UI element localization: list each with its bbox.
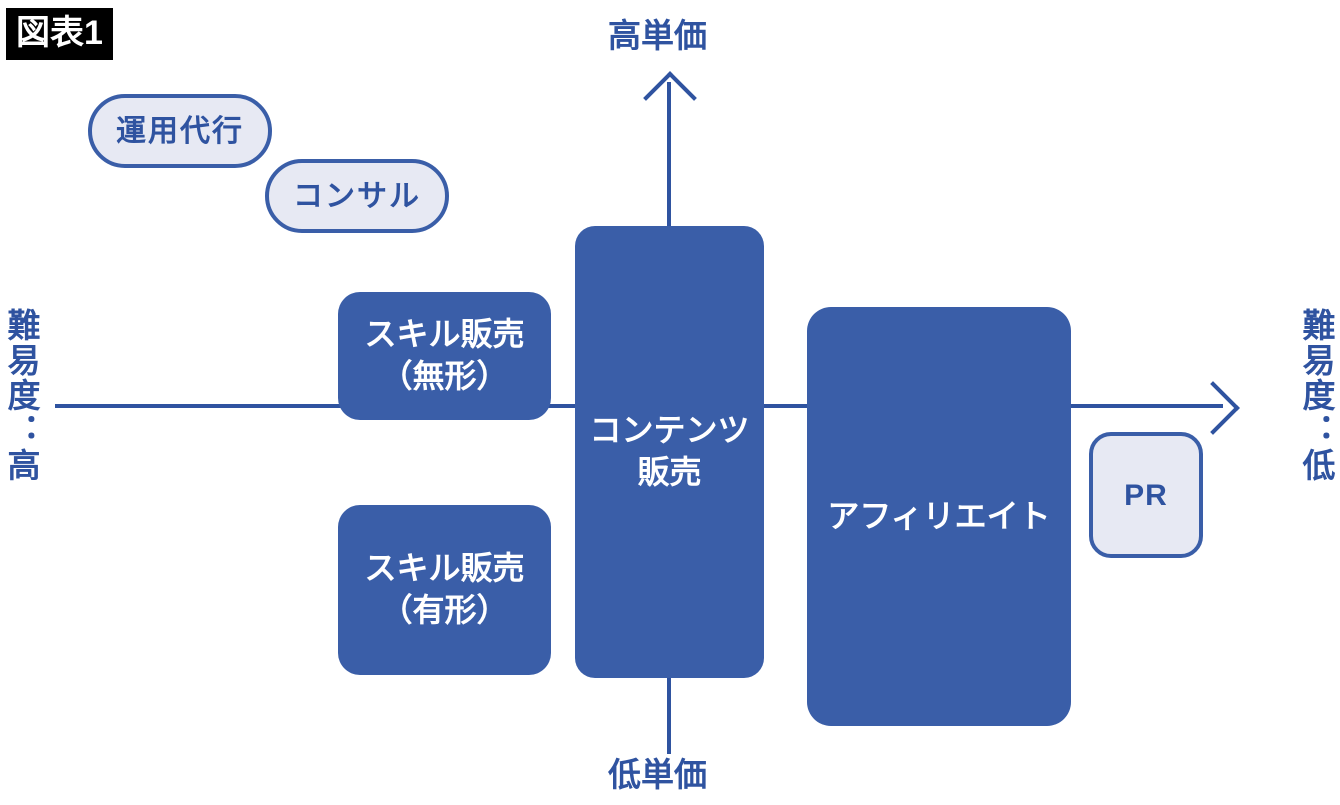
node-label: スキル販売 （有形） — [364, 550, 525, 628]
node-label: PR — [1124, 478, 1168, 512]
figure-number-badge: 図表1 — [6, 8, 113, 60]
node-label: スキル販売 （無形） — [364, 316, 525, 394]
node-unyou-daiko[interactable]: 運用代行 — [88, 94, 272, 168]
node-label: コンテンツ 販売 — [589, 412, 750, 490]
axis-label-difficulty-high: 難易度：高 — [2, 308, 40, 483]
node-pr[interactable]: PR — [1089, 432, 1203, 558]
node-label: 運用代行 — [116, 114, 244, 148]
axis-label-low-price: 低単価 — [608, 756, 707, 793]
node-content-sales[interactable]: コンテンツ 販売 — [575, 226, 764, 678]
node-label: アフィリエイト — [827, 497, 1051, 534]
axis-label-difficulty-low: 難易度：低 — [1297, 308, 1335, 483]
axis-label-high-price: 高単価 — [608, 17, 707, 54]
node-affiliate[interactable]: アフィリエイト — [807, 307, 1071, 726]
node-consul[interactable]: コンサル — [265, 159, 449, 233]
node-skill-sales-tangible[interactable]: スキル販売 （有形） — [338, 505, 551, 675]
node-skill-sales-intangible[interactable]: スキル販売 （無形） — [338, 292, 551, 420]
right-arrow-icon — [1186, 381, 1240, 435]
up-arrow-icon — [643, 71, 697, 125]
node-label: コンサル — [293, 179, 421, 213]
